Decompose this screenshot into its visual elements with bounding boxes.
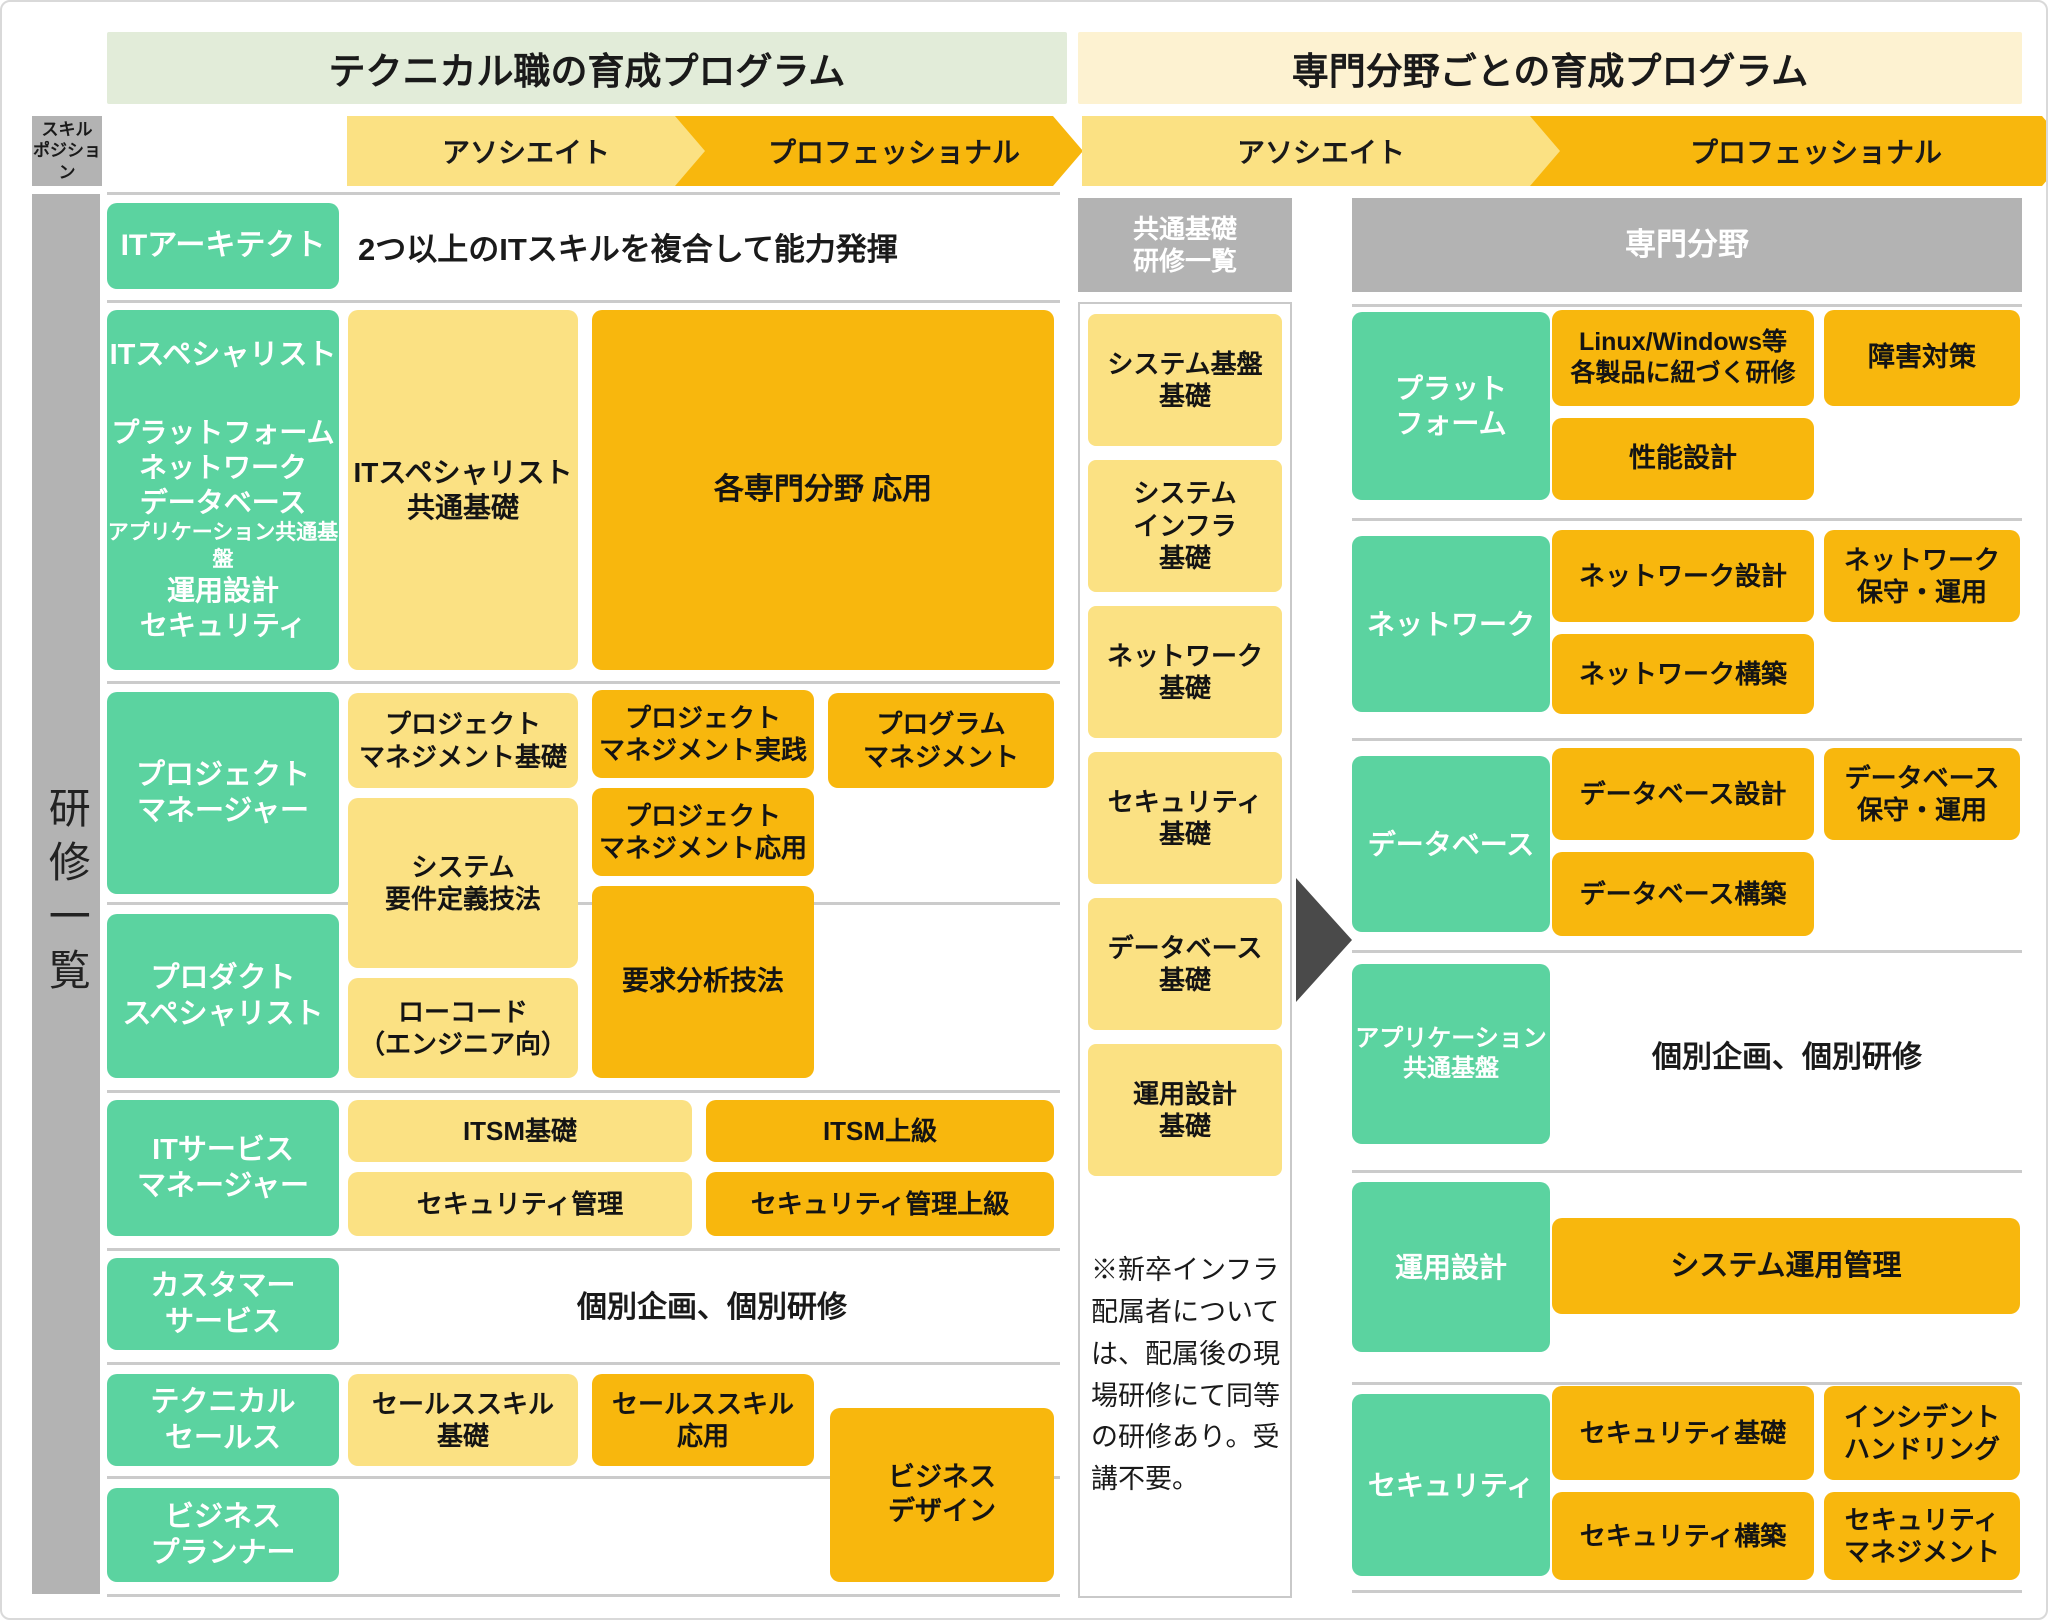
role-box-business-planner: ビジネス プランナー	[107, 1488, 339, 1582]
course-box-network-design: ネットワーク設計	[1552, 530, 1814, 622]
course-box-pm-advanced: プロジェクト マネジメント応用	[592, 788, 814, 876]
course-box-program-management: プログラム マネジメント	[828, 693, 1054, 788]
divider	[107, 1476, 1060, 1479]
role-label: ITスペシャリスト	[109, 339, 337, 372]
divider	[107, 681, 1060, 684]
course-box-security-construction: セキュリティ構築	[1552, 1492, 1814, 1580]
course-box-security-basic: セキュリティ 基礎	[1088, 752, 1282, 884]
divider	[107, 1594, 1060, 1597]
divider	[107, 1090, 1060, 1093]
role-box-technical-sales: テクニカル セールス	[107, 1374, 339, 1466]
course-box-system-infra-basic: システム インフラ 基礎	[1088, 460, 1282, 592]
header-specialty-program: 専門分野ごとの育成プログラム	[1078, 32, 2022, 104]
course-box-network-maintenance: ネットワーク 保守・運用	[1824, 530, 2020, 622]
divider	[107, 1248, 1060, 1251]
it-architect-description: 2つ以上のITスキルを複合して能力発揮	[358, 231, 898, 267]
divider	[1352, 518, 2022, 521]
role-box-customer-service: カスタマー サービス	[107, 1258, 339, 1350]
specialty-app-common: アプリケーション共通基盤	[107, 521, 339, 571]
course-box-requirements-analysis: 要求分析技法	[592, 886, 814, 1078]
course-box-security-management-advanced: セキュリティ管理上級	[706, 1172, 1054, 1236]
specialty-database: データベース	[139, 487, 307, 519]
middle-footnote: ※新卒インフラ配属者については、配属後の現場研修にて同等の研修あり。受講不要。	[1091, 1255, 1280, 1495]
course-box-network-construction: ネットワーク構築	[1552, 634, 1814, 714]
level-arrow-associate-left: アソシエイト	[347, 116, 705, 186]
course-box-incident-handling: インシデント ハンドリング	[1824, 1386, 2020, 1480]
role-box-it-architect: ITアーキテクト	[107, 203, 339, 289]
course-box-failure-countermeasures: 障害対策	[1824, 310, 2020, 406]
customer-service-individual-training: 個別企画、個別研修	[577, 1291, 847, 1324]
divider	[107, 1362, 1060, 1365]
course-box-itsm-advanced: ITSM上級	[706, 1100, 1054, 1162]
role-box-operation-design: 運用設計	[1352, 1182, 1550, 1352]
divider	[1352, 1590, 2022, 1593]
skill-position-label: スキル ポジション	[32, 116, 102, 186]
course-box-system-requirements: システム 要件定義技法	[348, 798, 578, 968]
course-box-security-management: セキュリティ管理	[348, 1172, 692, 1236]
course-box-business-design: ビジネス デザイン	[830, 1408, 1054, 1582]
course-box-operation-design-basic: 運用設計 基礎	[1088, 1044, 1282, 1176]
role-box-platform: プラット フォーム	[1352, 312, 1550, 500]
role-box-network: ネットワーク	[1352, 536, 1550, 712]
course-box-sales-skill-basic: セールススキル 基礎	[348, 1374, 578, 1466]
flow-arrow-icon	[1296, 878, 1352, 1002]
divider	[1352, 738, 2022, 741]
course-box-system-platform-basic: システム基盤 基礎	[1088, 314, 1282, 446]
course-box-database-construction: データベース構築	[1552, 852, 1814, 936]
course-box-database-basic: データベース 基礎	[1088, 898, 1282, 1030]
course-box-database-design: データベース設計	[1552, 748, 1814, 840]
course-box-security-basic-right: セキュリティ基礎	[1552, 1386, 1814, 1480]
role-box-product-specialist: プロダクト スペシャリスト	[107, 914, 339, 1078]
specialty-operation-design: 運用設計	[166, 574, 279, 606]
divider	[107, 902, 1060, 905]
course-box-pm-basic: プロジェクト マネジメント基礎	[348, 693, 578, 788]
app-common-individual-training: 個別企画、個別研修	[1652, 1041, 1922, 1074]
level-arrow-professional-left: プロフェッショナル	[675, 116, 1083, 186]
course-box-specialty-applied: 各専門分野 応用	[592, 310, 1054, 670]
role-box-it-service-manager: ITサービス マネージャー	[107, 1100, 339, 1236]
course-box-it-specialist-common: ITスペシャリスト 共通基礎	[348, 310, 578, 670]
specialty-platform: プラットフォーム	[111, 417, 335, 449]
course-box-linux-windows: Linux/Windows等 各製品に紐づく研修	[1552, 310, 1814, 406]
divider	[1352, 1382, 2022, 1385]
divider	[1352, 950, 2022, 953]
role-box-project-manager: プロジェクト マネージャー	[107, 692, 339, 894]
level-arrow-associate-right: アソシエイト	[1082, 116, 1560, 186]
sidebar-training-list: 研修一覧	[32, 194, 100, 1594]
course-box-network-basic: ネットワーク 基礎	[1088, 606, 1282, 738]
header-technical-program: テクニカル職の育成プログラム	[107, 32, 1067, 104]
role-box-security: セキュリティ	[1352, 1394, 1550, 1576]
divider	[107, 192, 1060, 195]
middle-header-common-basic-training: 共通基礎 研修一覧	[1078, 198, 1292, 292]
course-box-low-code: ローコード （エンジニア向）	[348, 978, 578, 1078]
course-box-pm-practice: プロジェクト マネジメント実践	[592, 690, 814, 778]
course-box-sales-skill-advanced: セールススキル 応用	[592, 1374, 814, 1466]
specialty-security: セキュリティ	[139, 609, 307, 641]
divider	[1352, 1170, 2022, 1173]
divider	[107, 300, 1060, 303]
level-arrow-professional-right: プロフェッショナル	[1530, 116, 2048, 186]
course-box-system-operation-management: システム運用管理	[1552, 1218, 2020, 1314]
course-box-database-maintenance: データベース 保守・運用	[1824, 748, 2020, 840]
course-box-security-management-right: セキュリティ マネジメント	[1824, 1492, 2020, 1580]
specialty-network: ネットワーク	[138, 452, 307, 484]
course-box-itsm-basic: ITSM基礎	[348, 1100, 692, 1162]
role-box-it-specialist: ITスペシャリスト プラットフォーム ネットワーク データベース アプリケーショ…	[107, 310, 339, 670]
role-box-database: データベース	[1352, 756, 1550, 932]
course-box-performance-design: 性能設計	[1552, 418, 1814, 500]
divider	[1352, 304, 2022, 307]
right-header-specialty-field: 専門分野	[1352, 198, 2022, 292]
role-box-app-common-platform: アプリケーション 共通基盤	[1352, 964, 1550, 1144]
